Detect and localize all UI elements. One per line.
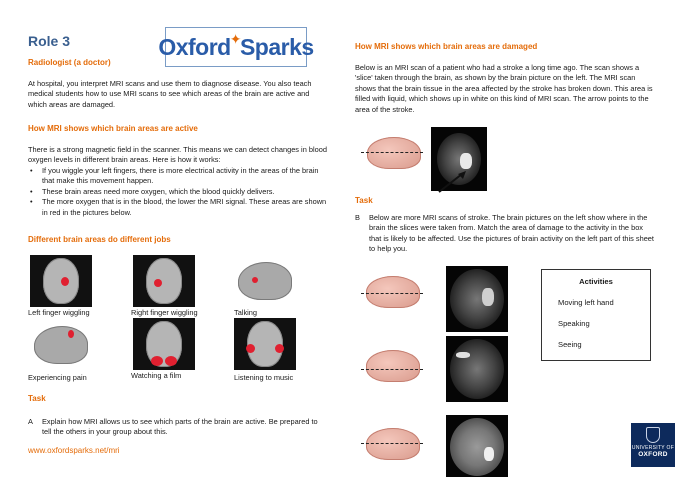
task-a-text: Explain how MRI allows us to see which p… bbox=[42, 417, 318, 437]
slice-line bbox=[361, 369, 423, 370]
caption-pain: Experiencing pain bbox=[28, 373, 87, 382]
brain-slice-diagram-1 bbox=[367, 137, 421, 169]
activities-box: Activities Moving left hand Speaking See… bbox=[541, 269, 651, 361]
activity-item: Seeing bbox=[558, 340, 582, 349]
brain-image-left-finger bbox=[30, 255, 92, 307]
damaged-text: Below is an MRI scan of a patient who ha… bbox=[355, 63, 653, 114]
bullet-item: The more oxygen that is in the blood, th… bbox=[28, 197, 328, 218]
active-heading: How MRI shows which brain areas are acti… bbox=[28, 124, 198, 133]
mri-scan-1 bbox=[446, 266, 508, 332]
activity-item: Speaking bbox=[558, 319, 590, 328]
oxford-sparks-logo: Oxford✦Sparks bbox=[158, 27, 314, 67]
task-b-text: Below are more MRI scans of stroke. The … bbox=[369, 213, 654, 254]
brain-slice-diagram-2 bbox=[366, 276, 420, 308]
caption-music: Listening to music bbox=[234, 373, 294, 382]
slice-line bbox=[361, 293, 423, 294]
brain-slice-diagram-3 bbox=[366, 350, 420, 382]
activities-title: Activities bbox=[579, 277, 613, 286]
oxford-university-logo: UNIVERSITY OF OXFORD bbox=[631, 423, 675, 467]
task-a-letter: A bbox=[28, 417, 33, 426]
active-text: There is a strong magnetic field in the … bbox=[28, 145, 327, 165]
star-icon: ✦ bbox=[229, 30, 242, 47]
jobs-heading: Different brain areas do different jobs bbox=[28, 235, 171, 244]
brain-image-music bbox=[234, 318, 296, 370]
brain-image-film bbox=[133, 318, 195, 370]
caption-talking: Talking bbox=[234, 308, 258, 317]
role-title: Role 3 bbox=[28, 33, 71, 49]
task-a-heading: Task bbox=[28, 394, 46, 403]
task-b-heading: Task bbox=[355, 196, 373, 205]
intro-text: At hospital, you interpret MRI scans and… bbox=[28, 79, 312, 109]
crest-icon bbox=[646, 427, 660, 443]
arrow-icon bbox=[438, 171, 466, 193]
damaged-heading: How MRI shows which brain areas are dama… bbox=[355, 42, 538, 51]
bullet-item: These brain areas need more oxygen, whic… bbox=[28, 187, 328, 198]
bullet-item: If you wiggle your left fingers, there i… bbox=[28, 166, 328, 187]
slice-line bbox=[361, 152, 423, 153]
role-subtitle: Radiologist (a doctor) bbox=[28, 58, 111, 67]
mri-scan-2 bbox=[446, 336, 508, 402]
caption-left-finger: Left finger wiggling bbox=[28, 308, 90, 317]
brain-image-pain bbox=[30, 318, 92, 370]
caption-right-finger: Right finger wiggling bbox=[131, 308, 198, 317]
brain-image-right-finger bbox=[133, 255, 195, 307]
bullet-list: If you wiggle your left fingers, there i… bbox=[28, 166, 328, 218]
mri-scan-example bbox=[431, 127, 487, 191]
slice-line bbox=[361, 443, 423, 444]
brain-slice-diagram-4 bbox=[366, 428, 420, 460]
mri-scan-3 bbox=[446, 415, 508, 477]
caption-film: Watching a film bbox=[131, 371, 182, 380]
brain-image-talking bbox=[234, 255, 296, 307]
task-b-letter: B bbox=[355, 213, 360, 222]
website-link[interactable]: www.oxfordsparks.net/mri bbox=[28, 446, 120, 455]
activity-item: Moving left hand bbox=[558, 298, 614, 307]
